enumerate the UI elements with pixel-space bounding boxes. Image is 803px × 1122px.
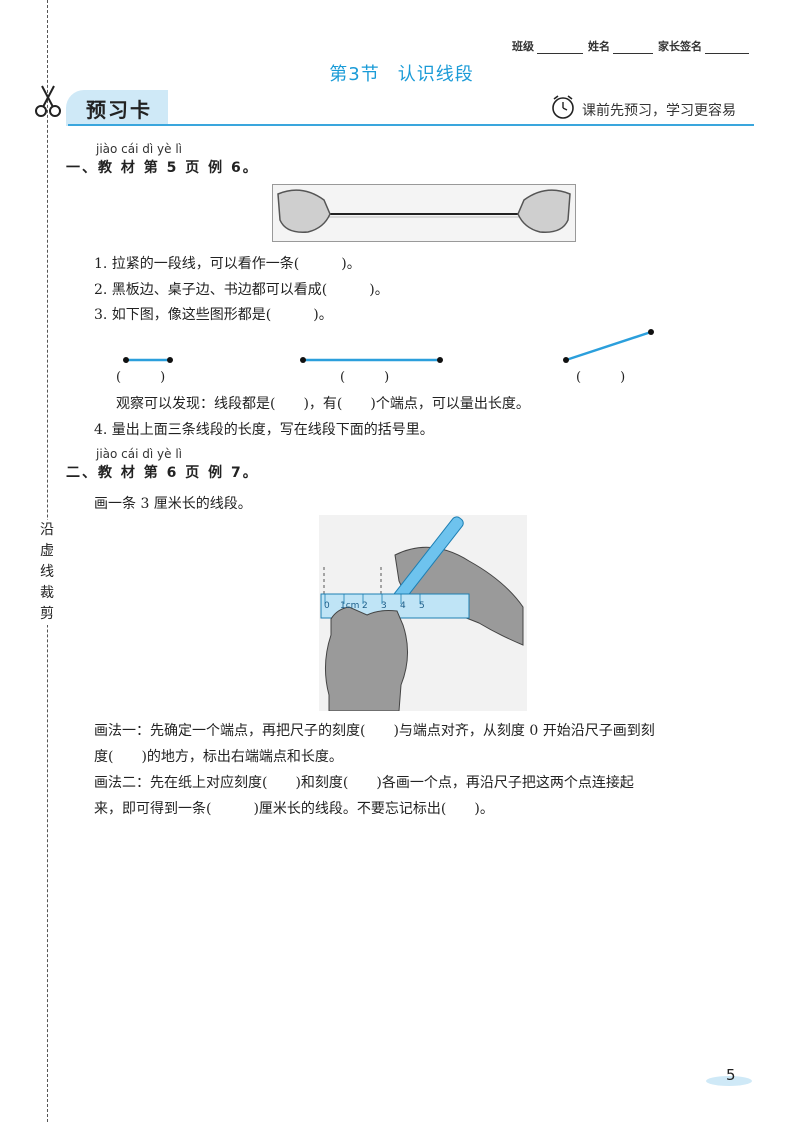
scissors-icon — [34, 84, 62, 118]
method-1-line-1: 画法一：先确定一个端点，再把尺子的刻度( )与端点对齐，从刻度 0 开始沿尺子画… — [94, 723, 655, 739]
cut-char: 剪 — [40, 606, 54, 622]
parent-signature-field[interactable]: 家长签名 — [658, 38, 749, 54]
part2-pinyin: jiào cái dì yè lì — [96, 447, 183, 461]
section-name: 认识线段 — [397, 64, 474, 85]
slogan: 课前先预习，学习更容易 — [582, 103, 736, 119]
line-segments-figure — [110, 324, 670, 374]
method-2-line-2: 来，即可得到一条( )厘米长的线段。不要忘记标出( )。 — [94, 801, 494, 817]
page-number: 5 — [726, 1066, 736, 1084]
question-4: 4. 量出上面三条线段的长度，写在线段下面的括号里。 — [94, 422, 434, 438]
question-1: 1. 拉紧的一段线，可以看作一条( )。 — [94, 256, 361, 272]
part1-pinyin: jiào cái dì yè lì — [96, 142, 183, 156]
answer-blank-segment-1[interactable]: ( ) — [116, 370, 166, 385]
name-field[interactable]: 姓名 — [588, 38, 653, 54]
answer-blank-segment-2[interactable]: ( ) — [340, 370, 390, 385]
answer-blank-segment-3[interactable]: ( ) — [576, 370, 626, 385]
hands-stretching-string-illustration — [272, 184, 576, 242]
cut-char: 裁 — [40, 585, 54, 601]
clock-icon — [550, 93, 576, 121]
class-field[interactable]: 班级 — [512, 38, 583, 54]
page-number-badge — [706, 1076, 752, 1086]
cut-char: 虚 — [40, 543, 54, 559]
question-3: 3. 如下图，像这些图形都是( )。 — [94, 307, 333, 323]
ruler-tick-0: 0 — [324, 601, 330, 611]
banner-divider — [68, 124, 754, 126]
ruler-tick-2: 2 — [362, 601, 368, 611]
method-1-line-2: 度( )的地方，标出右端端点和长度。 — [94, 749, 343, 765]
part1-heading: 一、教 材 第 5 页 例 6。 — [66, 160, 259, 176]
name-label: 姓名 — [588, 40, 610, 53]
observation-text: 观察可以发现：线段都是( )，有( )个端点，可以量出长度。 — [116, 396, 530, 412]
method-2-line-1: 画法二：先在纸上对应刻度( )和刻度( )各画一个点，再沿尺子把这两个点连接起 — [94, 775, 634, 791]
ruler-tick-4: 4 — [400, 601, 406, 611]
ruler-tick-5: 5 — [419, 601, 425, 611]
ruler-tick-3: 3 — [381, 601, 387, 611]
cut-char: 沿 — [40, 522, 54, 538]
preview-card-label: 预习卡 — [86, 98, 152, 122]
ruler-drawing-illustration — [319, 515, 527, 712]
segment-slanted — [565, 330, 652, 362]
class-label: 班级 — [512, 40, 534, 53]
section-title: 第3节认识线段 — [0, 60, 803, 86]
parent-signature-label: 家长签名 — [658, 40, 702, 53]
ruler-scale: 0 1cm 2 3 4 5 — [322, 601, 482, 613]
part2-heading: 二、教 材 第 6 页 例 7。 — [66, 465, 259, 481]
preview-card-tab — [66, 90, 168, 126]
task-text: 画一条 3 厘米长的线段。 — [94, 496, 252, 512]
ruler-tick-1cm: 1cm — [340, 601, 360, 611]
question-2: 2. 黑板边、桌子边、书边都可以看成( )。 — [94, 282, 389, 298]
cut-char: 线 — [40, 564, 54, 580]
cut-instruction: 沿 虚 线 裁 剪 — [37, 520, 57, 625]
section-number: 第3节 — [329, 64, 380, 85]
